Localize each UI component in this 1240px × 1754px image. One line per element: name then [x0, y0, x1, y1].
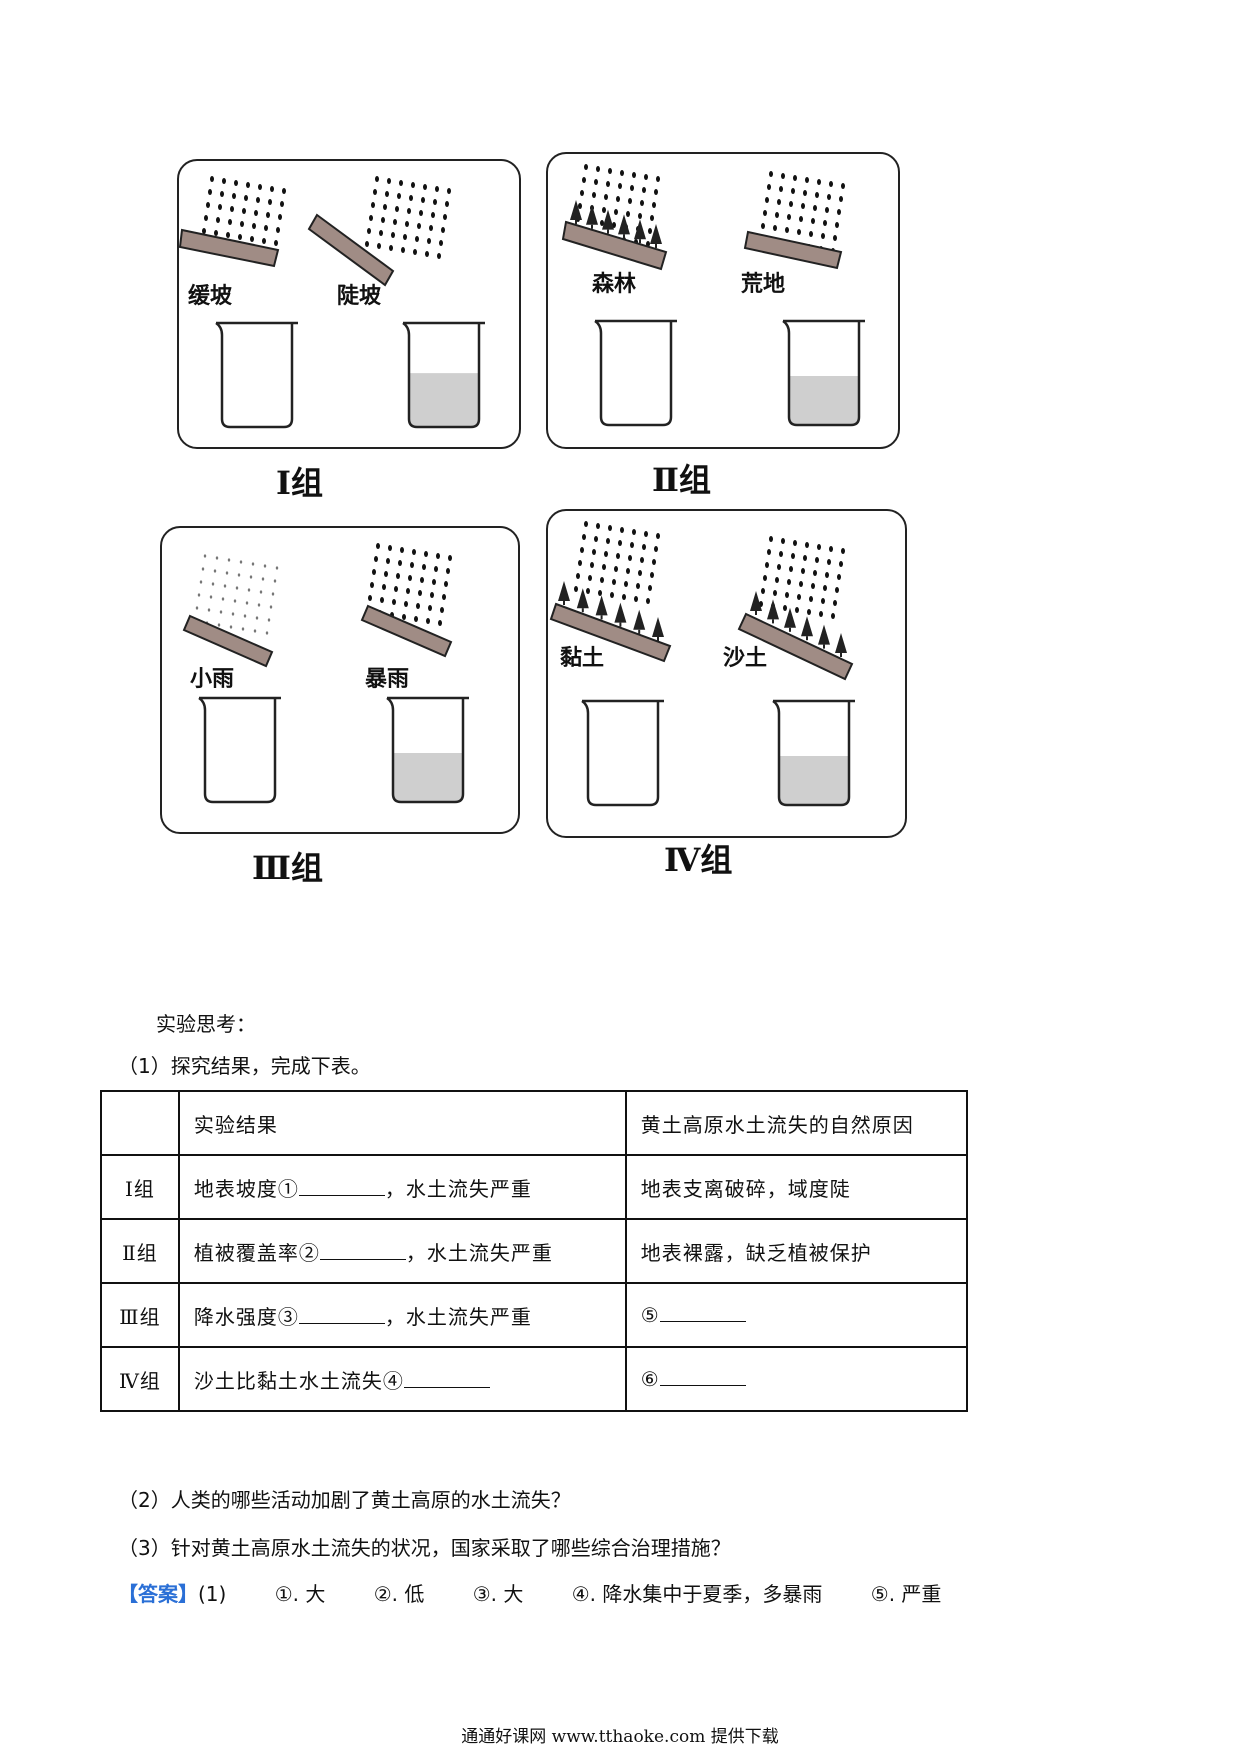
slope-board-gentle — [178, 228, 280, 268]
beaker-left — [594, 319, 677, 427]
header-cell-empty — [100, 1090, 180, 1156]
tag-barren-land: 荒地 — [741, 272, 786, 297]
table-row: Ⅱ组 植被覆盖率② ，水土流失严重 地表裸露，缺乏植被保护 — [100, 1218, 969, 1284]
rain-dots-heavy — [366, 543, 452, 626]
answer-blank[interactable] — [659, 1303, 746, 1322]
question-1: （1）探究结果，完成下表。 — [118, 1054, 371, 1078]
group-3-drawing — [182, 543, 469, 804]
page-footer: 通通好课网 www.tthaoke.com 提供下载 — [461, 1727, 779, 1747]
tag-sand: 沙土 — [723, 646, 768, 671]
result-text: 植被覆盖率② — [193, 1240, 320, 1265]
answer-item-4: ④. 降水集中于夏季，多暴雨 — [571, 1582, 823, 1606]
cause-marker: ⑥ — [640, 1367, 660, 1391]
table-row: Ⅰ组 地表坡度① ，水土流失严重 地表支离破碎，域度陡 — [100, 1154, 969, 1220]
answer-blank[interactable] — [298, 1305, 385, 1324]
tag-clay: 黏土 — [560, 646, 605, 671]
group-2-drawing — [561, 164, 865, 427]
beaker-right — [782, 319, 865, 427]
tag-heavy-rain: 暴雨 — [365, 667, 410, 692]
tag-steep-slope: 陡坡 — [337, 284, 382, 309]
group-4-label: Ⅳ组 — [664, 842, 733, 878]
table-row: Ⅳ组 沙土比黏土水土流失④ ⑥ — [100, 1346, 969, 1412]
answer-blank[interactable] — [298, 1177, 385, 1196]
cause-cell: ⑤ — [624, 1282, 969, 1348]
answer-prefix: (1) — [198, 1582, 227, 1606]
group-cell: Ⅱ组 — [100, 1218, 180, 1284]
table-header-row: 实验结果 黄土高原水土流失的自然原因 — [100, 1090, 969, 1156]
section-title: 实验思考： — [156, 1012, 256, 1036]
tag-gentle-slope: 缓坡 — [188, 284, 233, 309]
rain-dots-left — [574, 521, 660, 604]
rain-dots-left — [200, 176, 286, 259]
question-2: （2）人类的哪些活动加剧了黄土高原的水土流失？ — [118, 1488, 571, 1512]
rain-dots-right — [759, 536, 845, 619]
result-suffix: ，水土流失严重 — [384, 1176, 532, 1201]
answer-blank[interactable] — [659, 1367, 746, 1386]
tag-light-rain: 小雨 — [190, 667, 235, 692]
slope-board-steep — [307, 213, 395, 287]
group-3-label: Ⅲ组 — [252, 850, 323, 886]
result-suffix: ，水土流失严重 — [384, 1304, 532, 1329]
result-text: 沙土比黏土水土流失④ — [193, 1368, 404, 1393]
beaker-left — [198, 696, 281, 804]
trees — [750, 591, 847, 657]
result-cell: 植被覆盖率② ，水土流失严重 — [177, 1218, 627, 1284]
group-cell: Ⅲ组 — [100, 1282, 180, 1348]
answer-blank[interactable] — [403, 1369, 490, 1388]
result-cell: 降水强度③ ，水土流失严重 — [177, 1282, 627, 1348]
cause-cell: 地表支离破碎，域度陡 — [624, 1154, 969, 1220]
result-cell: 沙土比黏土水土流失④ — [177, 1346, 627, 1412]
result-text: 降水强度③ — [193, 1304, 299, 1329]
trees — [570, 200, 662, 248]
result-text: 地表坡度① — [193, 1176, 299, 1201]
answer-tag: 【答案】 — [118, 1582, 198, 1606]
clay-slope-board — [549, 602, 672, 663]
answer-line: 【答案】(1) ①. 大 ②. 低 ③. 大 ④. 降水集中于夏季，多暴雨 ⑤.… — [118, 1578, 941, 1607]
answer-blank[interactable] — [319, 1241, 406, 1260]
answer-item-1: ①. 大 — [274, 1582, 326, 1606]
slope-board-light-rain — [182, 614, 274, 668]
result-cell: 地表坡度① ，水土流失严重 — [177, 1154, 627, 1220]
rain-dots-light — [193, 554, 279, 635]
cause-cell: ⑥ — [624, 1346, 969, 1412]
rain-dots-right — [365, 176, 451, 259]
answer-item-3: ③. 大 — [472, 1582, 524, 1606]
answer-item-5: ⑤. 严重 — [870, 1582, 942, 1606]
trees — [558, 581, 664, 641]
beaker-right — [772, 699, 855, 807]
group-4-drawing — [549, 521, 855, 807]
group-1-drawing — [178, 176, 485, 429]
tag-forest: 森林 — [592, 272, 637, 297]
group-1-label: Ⅰ组 — [276, 465, 323, 501]
beaker-left — [215, 321, 298, 429]
beaker-left — [581, 699, 664, 807]
group-2-label: Ⅱ组 — [652, 462, 711, 498]
barren-slope-board — [743, 230, 843, 270]
result-table: 实验结果 黄土高原水土流失的自然原因 Ⅰ组 地表坡度① ，水土流失严重 地表支离破… — [100, 1090, 969, 1412]
table-row: Ⅲ组 降水强度③ ，水土流失严重 ⑤ — [100, 1282, 969, 1348]
sand-slope-board — [737, 612, 854, 681]
result-suffix: ，水土流失严重 — [405, 1240, 553, 1265]
cause-cell: 地表裸露，缺乏植被保护 — [624, 1218, 969, 1284]
cause-marker: ⑤ — [640, 1303, 660, 1327]
answer-item-2: ②. 低 — [373, 1582, 425, 1606]
group-cell: Ⅳ组 — [100, 1346, 180, 1412]
header-cell-result: 实验结果 — [177, 1090, 627, 1156]
question-3: （3）针对黄土高原水土流失的状况，国家采取了哪些综合治理措施？ — [118, 1536, 731, 1560]
header-cell-cause: 黄土高原水土流失的自然原因 — [624, 1090, 969, 1156]
group-cell: Ⅰ组 — [100, 1154, 180, 1220]
slope-board-heavy-rain — [360, 604, 453, 658]
beaker-right — [402, 321, 485, 429]
forest-slope-board — [561, 220, 668, 271]
beaker-right — [386, 696, 469, 804]
